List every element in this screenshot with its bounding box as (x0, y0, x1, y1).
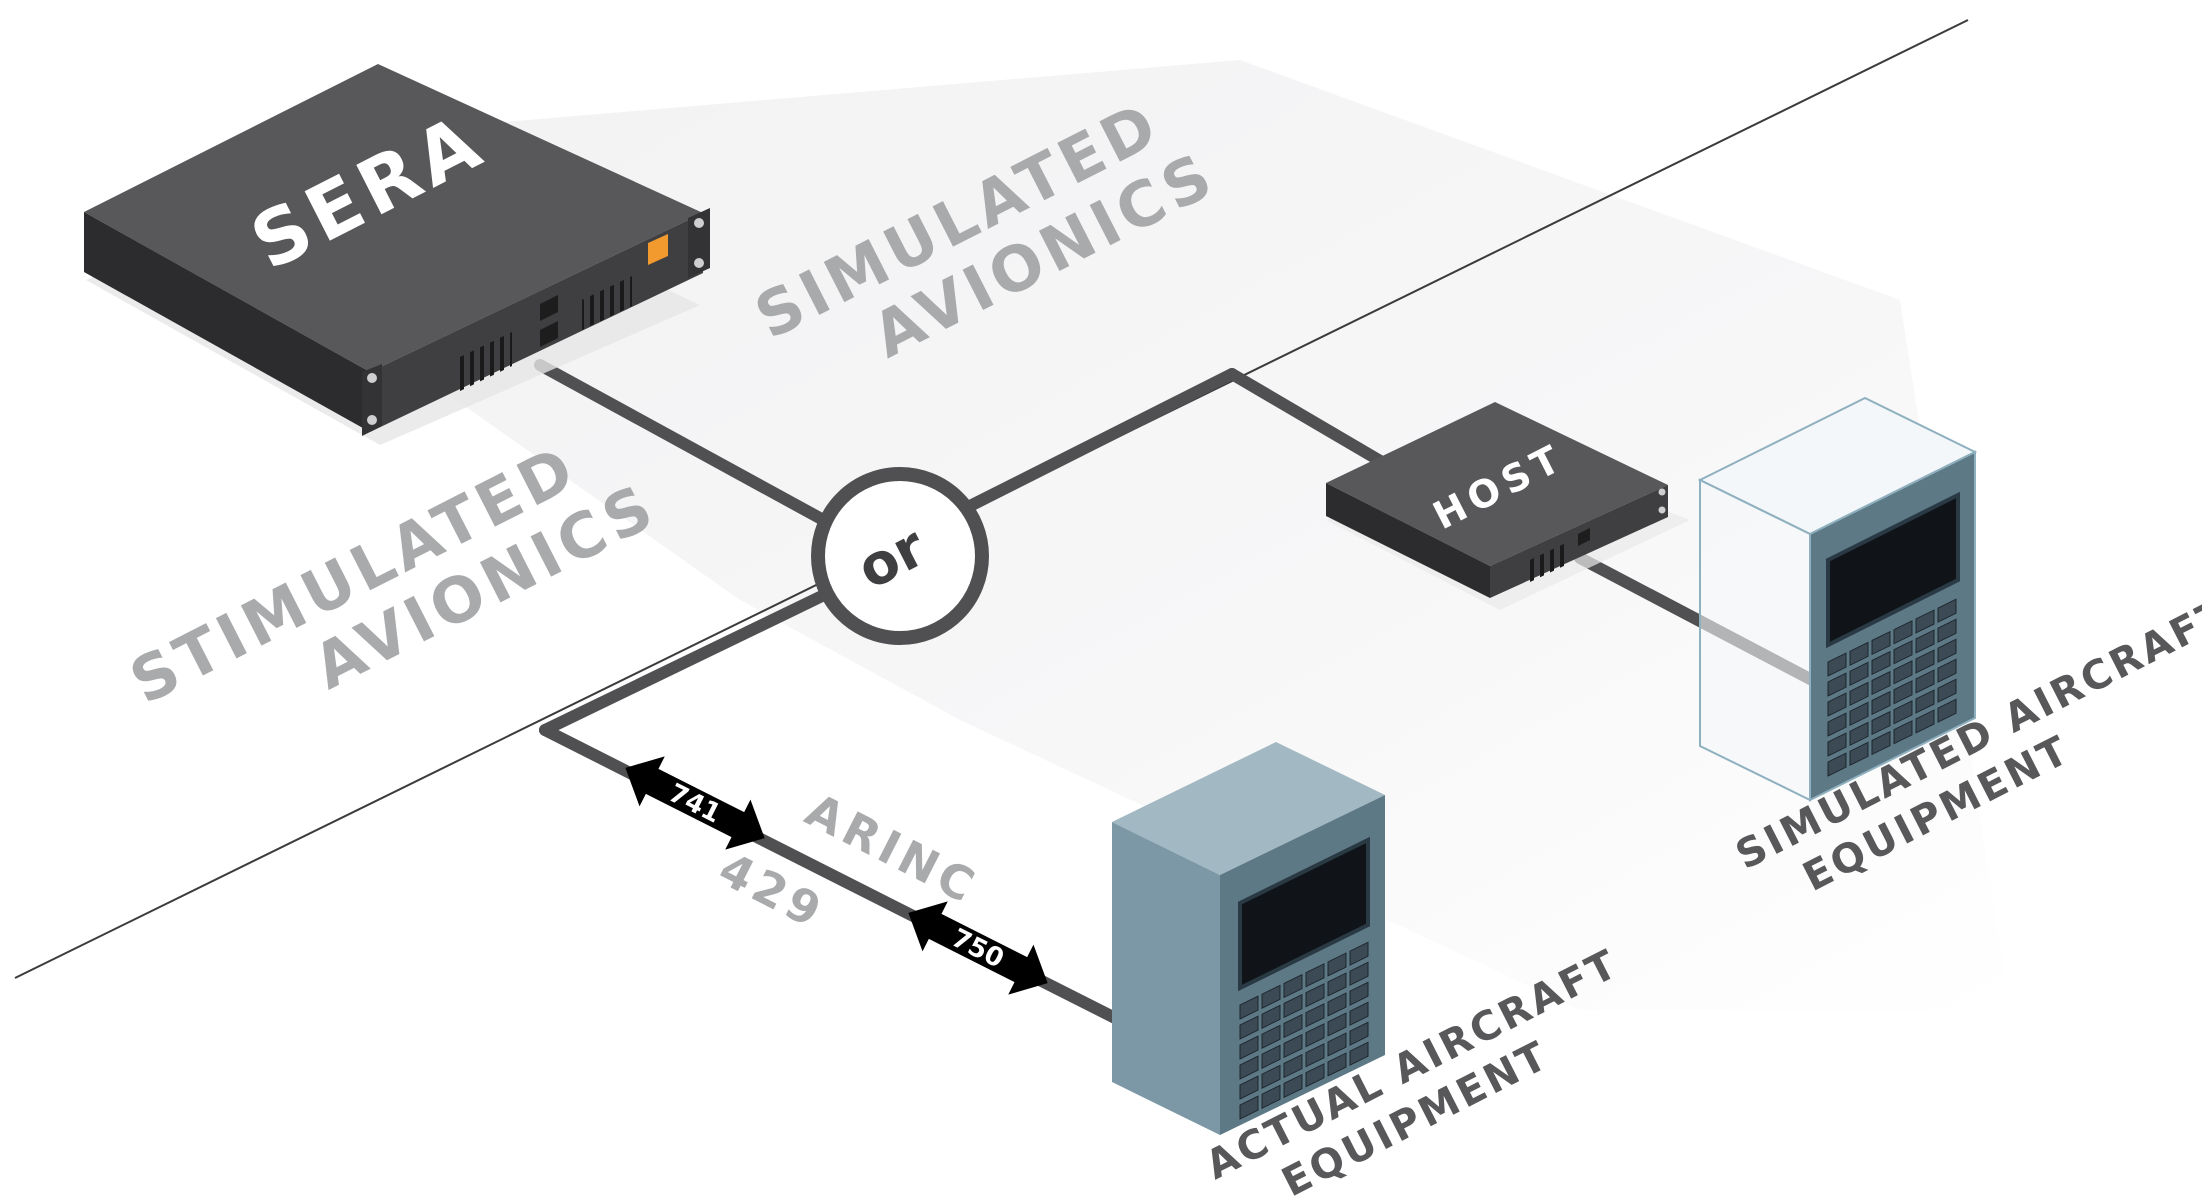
host-device: HOST (1326, 402, 1690, 610)
sera-device: SERA (84, 64, 710, 445)
sera-screw-2 (694, 258, 704, 268)
sera-orange-indicator (648, 234, 668, 265)
junction-or: or (811, 467, 989, 645)
host-screw-2 (1658, 506, 1666, 514)
host-screw-1 (1658, 488, 1666, 496)
sera-vent-2 (582, 276, 632, 330)
sim-cdu-side (1699, 478, 1811, 802)
actual-cdu-top (1112, 742, 1385, 875)
host-vent (1530, 542, 1568, 582)
actual-aircraft-equipment (1112, 742, 1385, 1135)
host-left-side (1326, 483, 1490, 598)
actual-cdu-side (1112, 822, 1220, 1135)
arinc-number-label: 429 (711, 841, 834, 940)
sera-screw-4 (367, 415, 377, 425)
arinc-arrow-750: 750 (908, 901, 1048, 995)
sera-top (84, 64, 703, 372)
host-branch (1226, 368, 1388, 468)
sera-left-side (84, 212, 370, 432)
sim-cdu-keypad (1827, 598, 1957, 777)
sera-vent-1 (458, 332, 512, 392)
junction-circle (811, 467, 989, 645)
sera-front (370, 213, 703, 432)
arinc-arrow-741: 741 (625, 756, 765, 850)
sera-button-1 (540, 295, 558, 321)
stimulated-bus (539, 590, 828, 736)
host-top (1326, 402, 1668, 566)
actual-cdu-screen (1238, 836, 1370, 992)
sera-button-2 (540, 321, 558, 347)
sim-cdu-screen (1826, 491, 1960, 649)
sera-rack-ear-right (688, 208, 710, 278)
simulated-zone-shading (290, 60, 2010, 1010)
simulated-bus (956, 368, 1238, 516)
host-button (1578, 528, 1590, 546)
sera-screw-1 (694, 218, 704, 228)
simulated-aircraft-equipment (1697, 396, 1978, 802)
sera-link (534, 359, 844, 534)
sera-rack-ear-left (362, 364, 382, 436)
sera-screw-3 (367, 373, 377, 383)
actual-cdu-keypad (1239, 941, 1369, 1120)
